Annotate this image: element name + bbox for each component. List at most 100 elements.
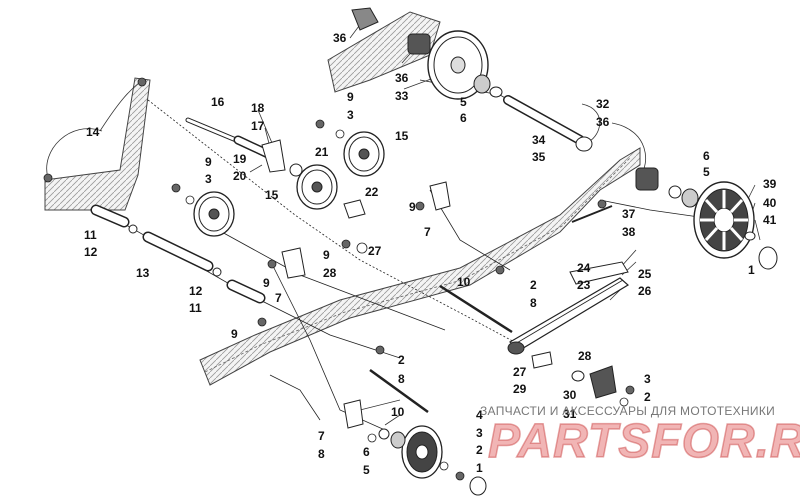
cap-36-top: [351, 7, 379, 31]
idler-wheel-15-middle: [296, 164, 338, 210]
callout-28-upper: 28: [323, 266, 337, 280]
callout-36-right: 36: [596, 115, 610, 129]
callout-8-upper: 8: [530, 296, 537, 310]
callout-6-upper: 6: [460, 111, 467, 125]
callout-24: 24: [577, 261, 591, 275]
callout-35: 35: [532, 150, 546, 164]
block-31: [589, 365, 617, 399]
idler-wheel-rear-right: [693, 181, 755, 259]
bolt-38: [571, 205, 613, 223]
callout-38: 38: [622, 225, 636, 239]
tube-11-lower: [226, 279, 266, 304]
bracket-7-upper: [429, 181, 451, 211]
callout-7-upper: 7: [424, 225, 431, 239]
right-rail: [199, 147, 641, 386]
callout-36-hub: 36: [395, 71, 409, 85]
cap-1-right: [758, 246, 778, 270]
arm-18: [261, 139, 286, 173]
callout-25: 25: [638, 267, 652, 281]
callout-20: 20: [233, 169, 247, 183]
callout-11-lower: 11: [189, 301, 202, 315]
callout-2-middle: 2: [398, 353, 405, 367]
callout-40: 40: [763, 196, 777, 210]
callout-9-b: 9: [205, 155, 212, 169]
shaft-16: [185, 117, 239, 143]
bolt-10-lower: [369, 368, 429, 414]
callout-8-lower: 8: [318, 447, 325, 461]
cap-36-mid: [407, 33, 431, 55]
callout-30: 30: [563, 388, 577, 402]
idler-wheel-15-upper: [343, 131, 385, 177]
left-rail-front: [44, 77, 151, 211]
callout-6-right: 6: [703, 149, 710, 163]
washer-40: [744, 231, 756, 241]
cap-1-lower: [469, 476, 487, 496]
callout-10-lower: 10: [391, 405, 405, 419]
callout-9-e: 9: [263, 276, 270, 290]
callout-8-middle: 8: [398, 372, 405, 386]
callout-3-d: 3: [476, 426, 483, 440]
callout-17: 17: [251, 119, 265, 133]
callout-11-upper: 11: [84, 228, 97, 242]
callout-15-lower: 15: [265, 188, 279, 202]
callout-22: 22: [365, 185, 379, 199]
callout-18: 18: [251, 101, 265, 115]
bearing-upper: [473, 74, 503, 98]
idler-wheel-15-lower: [193, 191, 235, 237]
callout-7-middle: 7: [275, 291, 282, 305]
callout-15-upper: 15: [395, 129, 409, 143]
callout-13: 13: [136, 266, 150, 280]
watermark-logo: PARTSFOR.RU: [487, 414, 800, 469]
callout-16: 16: [211, 95, 225, 109]
callout-3-c: 3: [644, 372, 651, 386]
bracket-24: [569, 261, 629, 285]
callout-28-lower: 28: [578, 349, 592, 363]
callout-3-b: 3: [205, 172, 212, 186]
washer-32: [575, 136, 593, 152]
callout-32: 32: [596, 97, 610, 111]
callout-29: 29: [513, 382, 527, 396]
callout-5-right: 5: [703, 165, 710, 179]
callout-27-lower: 27: [513, 365, 527, 379]
callout-2-lower: 2: [476, 443, 483, 457]
callout-36-top: 36: [333, 31, 347, 45]
axle-34: [503, 95, 585, 145]
washer-12-upper: [128, 224, 138, 234]
callout-37: 37: [622, 207, 636, 221]
callout-9-f: 9: [231, 327, 238, 341]
callout-5-upper: 5: [460, 95, 467, 109]
hub-36-right: [635, 167, 659, 191]
spacer-22: [343, 199, 366, 219]
callout-14: 14: [86, 125, 100, 139]
callout-23: 23: [577, 278, 591, 292]
callout-26: 26: [638, 284, 652, 298]
callout-2-upper: 2: [530, 278, 537, 292]
callout-12-upper: 12: [84, 245, 98, 259]
callout-12-lower: 12: [189, 284, 203, 298]
callout-7-lower: 7: [318, 429, 325, 443]
callout-4: 4: [476, 408, 483, 422]
bolt-10-upper: [439, 284, 513, 334]
bracket-7-lower: [343, 399, 364, 429]
callout-3-a: 3: [347, 108, 354, 122]
watermark-caption: ЗАПЧАСТИ И АКСЕССУАРЫ ДЛЯ МОТОТЕХНИКИ: [480, 404, 776, 418]
callout-31: 31: [563, 407, 577, 421]
callout-21: 21: [315, 145, 329, 159]
callout-33: 33: [395, 89, 409, 103]
bearing-right: [668, 185, 699, 208]
callout-9-c: 9: [409, 200, 416, 214]
callout-34: 34: [532, 133, 546, 147]
callout-41: 41: [763, 213, 777, 227]
callout-27-upper: 27: [368, 244, 382, 258]
hardware-washers: [185, 129, 629, 471]
bushing-17: [233, 135, 273, 159]
spacer-21: [289, 163, 303, 177]
bearing-lower: [378, 428, 406, 449]
washer-12-lower: [212, 267, 222, 277]
tube-11-upper: [90, 204, 130, 228]
washer-30: [571, 370, 585, 382]
slide-rail-23: [508, 277, 630, 351]
end-cap-27: [507, 341, 525, 355]
